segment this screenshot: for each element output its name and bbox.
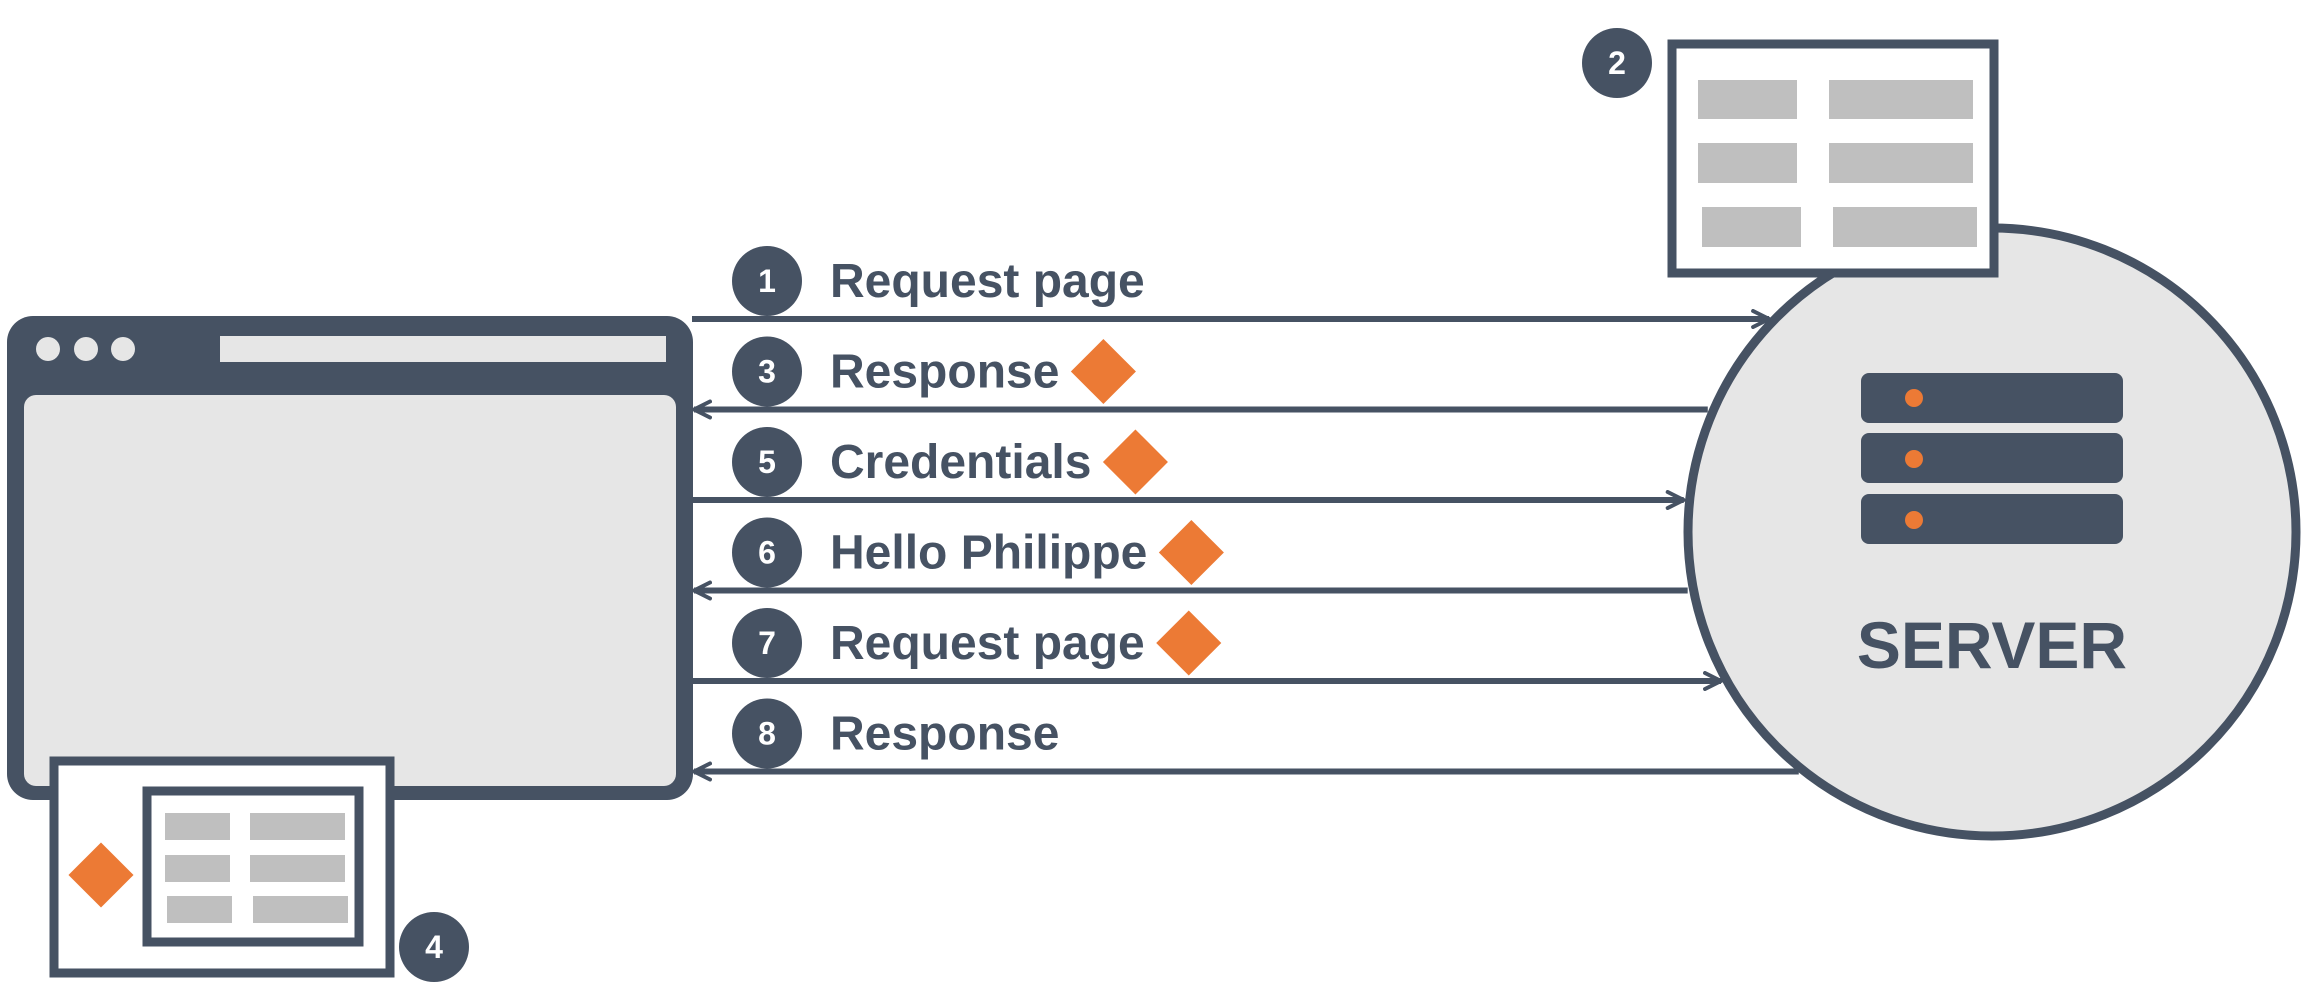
server: SERVER: [1683, 223, 2301, 841]
server-led: [1905, 511, 1923, 529]
placeholder-block: [1829, 143, 1973, 183]
step-number: 1: [758, 263, 776, 299]
step-badge-circle: [732, 608, 802, 678]
cookie-icon: [1070, 338, 1136, 405]
message-row-step-6: 6 Hello Philippe: [692, 517, 1688, 601]
placeholder-block: [1698, 80, 1797, 119]
server-unit: [1861, 433, 2123, 483]
message-label: Request page: [830, 255, 1145, 308]
server-unit: [1861, 494, 2123, 544]
message-label: Request page: [830, 617, 1145, 670]
placeholder-block: [1829, 80, 1973, 119]
message-label: Credentials: [830, 436, 1091, 489]
window-dot-icon: [36, 337, 60, 361]
window-dot-icon: [111, 337, 135, 361]
step-badge-circle: [732, 427, 802, 497]
message-label: Response: [830, 708, 1059, 761]
step-number: 4: [425, 929, 443, 965]
step-badge-circle: [399, 912, 469, 982]
browser-viewport: [24, 395, 676, 786]
placeholder-block: [250, 813, 345, 840]
message-row-step-3: 3 Response: [692, 336, 1708, 420]
cookie-icon: [1102, 429, 1168, 495]
step-badge-2: 2: [1582, 28, 1652, 98]
cookie-icon: [1158, 519, 1224, 586]
cookie-icon: [1156, 610, 1222, 676]
message-row-step-8: 8 Response: [692, 698, 1799, 782]
step-number: 6: [758, 535, 776, 571]
step-badge-circle: [732, 246, 802, 316]
cookie-icon: [68, 842, 134, 908]
step-number: 8: [758, 716, 776, 752]
placeholder-block: [1833, 207, 1977, 247]
step-badge-4: 4: [399, 912, 469, 982]
message-row-step-1: 1 Request page: [692, 246, 1772, 329]
message-row-step-5: 5 Credentials: [692, 427, 1686, 510]
placeholder-block: [165, 813, 230, 840]
server-unit: [1861, 373, 2123, 423]
message-row-step-7: 7 Request page: [692, 608, 1724, 691]
page-template-icon: [1667, 39, 1999, 278]
address-bar: [220, 336, 666, 362]
server-led: [1905, 450, 1923, 468]
step-badge-circle: [732, 517, 802, 588]
placeholder-block: [167, 896, 232, 923]
browser-window-icon: [7, 316, 693, 800]
step-number: 3: [758, 354, 776, 390]
placeholder-block: [1702, 207, 1801, 247]
server-label: SERVER: [1857, 608, 2127, 682]
message-label: Response: [830, 346, 1059, 399]
server-led: [1905, 389, 1923, 407]
message-label: Hello Philippe: [830, 527, 1147, 580]
step-badge-circle: [732, 336, 802, 407]
placeholder-block: [250, 855, 345, 882]
placeholder-block: [1698, 143, 1797, 183]
step-number: 2: [1608, 45, 1626, 81]
step-badge-circle: [732, 698, 802, 769]
window-dot-icon: [74, 337, 98, 361]
placeholder-block: [165, 855, 230, 882]
page-with-cookie-icon: [49, 756, 395, 978]
server-rack-icon: [1861, 373, 2123, 544]
step-badge-circle: [1582, 28, 1652, 98]
step-number: 5: [758, 444, 776, 480]
placeholder-block: [253, 896, 348, 923]
step-number: 7: [758, 625, 776, 661]
